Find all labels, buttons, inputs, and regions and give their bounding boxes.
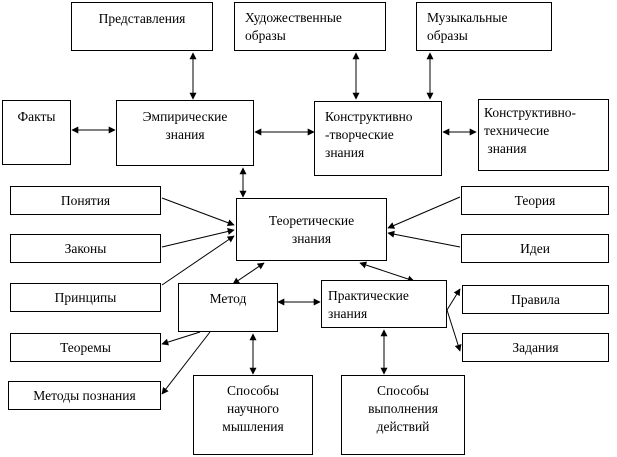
node-konstruktivno-tekhnicheskie: Конструктивно- техничесие знания bbox=[478, 99, 609, 171]
label-idei: Идеи bbox=[520, 240, 550, 256]
edge-prakticheskie-zadaniya bbox=[446, 309, 462, 352]
label-zadaniya: Задания bbox=[512, 339, 559, 355]
node-khudozhestvennye: Художественные образы bbox=[234, 2, 386, 51]
label-muzykalnye: Музыкальные образы bbox=[427, 10, 508, 43]
node-sposoby-deystviy: Способы выполнения действий bbox=[341, 375, 465, 455]
label-empiricheskie: Эмпирические знания bbox=[142, 109, 228, 142]
node-sposoby-myshleniya: Способы научного мышления bbox=[193, 375, 313, 455]
label-teoreticheskie: Теоретические знания bbox=[268, 212, 355, 246]
node-metody-poznaniya: Методы познания bbox=[8, 381, 161, 410]
node-muzykalnye: Музыкальные образы bbox=[416, 2, 552, 51]
label-konstruktivno-tvorcheskie: Конструктивно -творческие знания bbox=[325, 109, 413, 160]
label-sposoby-deystviy: Способы выполнения действий bbox=[368, 383, 438, 434]
edge-zakony-teoreticheskie bbox=[161, 228, 235, 248]
label-metody-poznaniya: Методы познания bbox=[33, 387, 136, 403]
node-zadaniya: Задания bbox=[462, 333, 609, 362]
node-zakony: Законы bbox=[10, 234, 161, 263]
node-fakty: Факты bbox=[2, 100, 71, 165]
edge-printsipy-teoreticheskie bbox=[161, 235, 235, 286]
label-konstruktivno-tekhnicheskie: Конструктивно- техничесие знания bbox=[484, 105, 577, 156]
label-ponyatiya: Понятия bbox=[60, 192, 111, 208]
edge-idei-teoreticheskie bbox=[387, 230, 461, 248]
node-pravila: Правила bbox=[462, 285, 609, 314]
edge-metod-metody-poznaniya bbox=[161, 331, 211, 395]
label-pravila: Правила bbox=[511, 291, 560, 307]
edge-teoreticheskie-prakticheskie bbox=[359, 261, 415, 283]
edge-ponyatiya-teoreticheskie bbox=[161, 197, 235, 227]
label-zakony: Законы bbox=[64, 240, 107, 256]
label-teoriya: Теория bbox=[514, 192, 556, 208]
node-printsipy: Принципы bbox=[10, 283, 161, 312]
node-ponyatiya: Понятия bbox=[10, 186, 161, 215]
node-teoreticheskie: Теоретические знания bbox=[236, 198, 387, 261]
node-konstruktivno-tvorcheskie: Конструктивно -творческие знания bbox=[314, 101, 442, 176]
label-teoremy: Теоремы bbox=[60, 339, 111, 355]
label-predstavleniya: Представления bbox=[98, 11, 186, 26]
label-prakticheskie: Практические знания bbox=[328, 288, 409, 321]
node-metod: Метод bbox=[178, 283, 278, 332]
label-metod: Метод bbox=[209, 291, 247, 306]
node-predstavleniya: Представления bbox=[71, 2, 213, 51]
edge-metod-teoremy bbox=[161, 331, 201, 346]
edge-prakticheskie-pravila bbox=[446, 288, 461, 311]
node-idei: Идеи bbox=[461, 234, 609, 263]
node-teoremy: Теоремы bbox=[10, 333, 161, 362]
label-khudozhestvennye: Художественные образы bbox=[245, 10, 342, 43]
edge-teoriya-teoreticheskie bbox=[387, 196, 461, 229]
node-prakticheskie: Практические знания bbox=[321, 280, 447, 328]
node-empiricheskie: Эмпирические знания bbox=[116, 100, 254, 166]
label-sposoby-myshleniya: Способы научного мышления bbox=[222, 383, 284, 434]
label-fakty: Факты bbox=[17, 109, 56, 124]
label-printsipy: Принципы bbox=[54, 289, 117, 305]
node-teoriya: Теория bbox=[461, 186, 609, 215]
edge-metod-teoreticheskie bbox=[232, 262, 265, 285]
